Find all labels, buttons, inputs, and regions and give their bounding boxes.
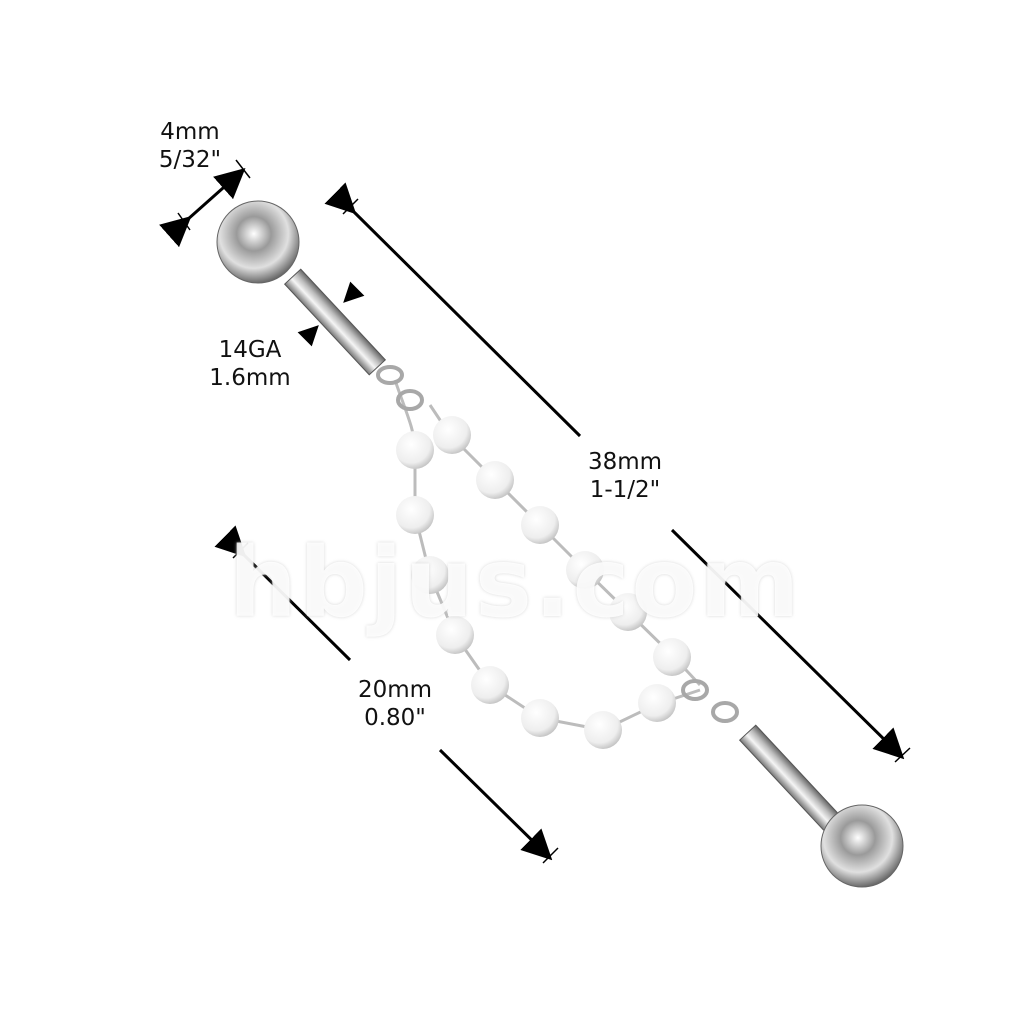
- bead: [471, 666, 509, 704]
- gauge-imperial: 1.6mm: [209, 365, 291, 391]
- bead: [521, 699, 559, 737]
- chain-dimension-arrow: [214, 525, 559, 864]
- jump-rings: [376, 365, 739, 723]
- bead: [436, 616, 474, 654]
- length-label: 38mm 1-1/2": [570, 448, 680, 504]
- chain-length-label: 20mm 0.80": [340, 676, 450, 732]
- bead: [396, 496, 434, 534]
- gauge-metric: 14GA: [218, 337, 282, 363]
- top-bar: [283, 268, 387, 376]
- gauge-dimension-arrows: [297, 281, 365, 347]
- length-imperial: 1-1/2": [589, 477, 661, 503]
- ball-size-metric: 4mm: [160, 119, 220, 145]
- gauge-label: 14GA 1.6mm: [195, 336, 305, 392]
- length-metric: 38mm: [587, 449, 663, 475]
- bead: [396, 431, 434, 469]
- bead: [433, 416, 471, 454]
- ball-dimension-arrow: [159, 159, 251, 248]
- bead: [411, 556, 449, 594]
- bottom-bar: [738, 724, 842, 832]
- ball-size-imperial: 5/32": [158, 147, 222, 173]
- ball-size-label: 4mm 5/32": [150, 118, 230, 174]
- watermark: hbjus.com: [228, 527, 802, 639]
- bead: [653, 638, 691, 676]
- bead: [609, 593, 647, 631]
- bottom-ball: [820, 804, 904, 888]
- chain-beads: [396, 416, 691, 749]
- length-dimension-arrow: [324, 182, 911, 763]
- chain-length-metric: 20mm: [357, 677, 433, 703]
- bead: [584, 711, 622, 749]
- bead: [521, 506, 559, 544]
- top-ball: [216, 200, 300, 284]
- bead: [638, 684, 676, 722]
- bead: [566, 551, 604, 589]
- chain-length-imperial: 0.80": [364, 705, 426, 731]
- bead: [476, 461, 514, 499]
